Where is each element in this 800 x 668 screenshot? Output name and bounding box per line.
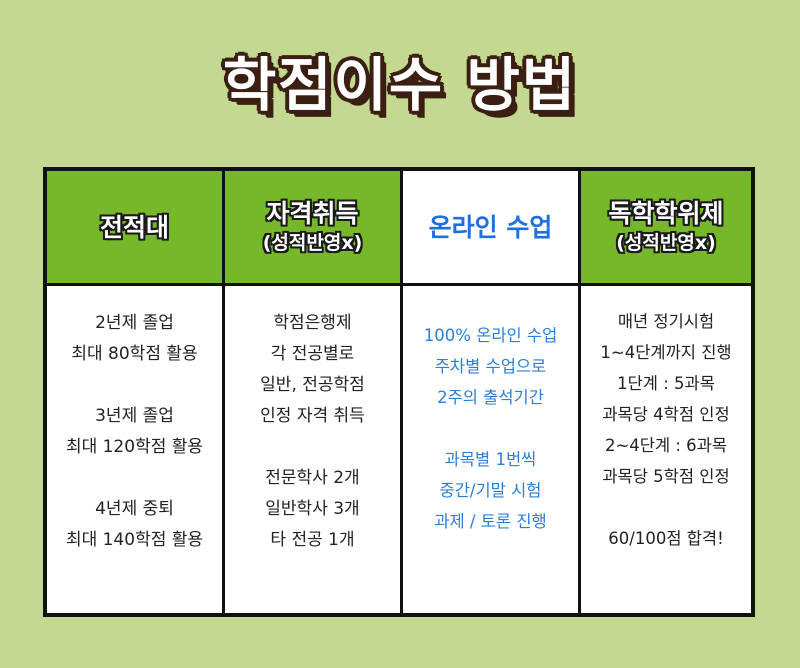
cell-line: 2주의 출석기간 — [437, 388, 544, 407]
cell-line: 4년제 중퇴 — [95, 499, 174, 519]
cell-line: 100% 온라인 수업 — [423, 326, 558, 345]
cell-line: 과목별 1번씩 — [444, 450, 537, 469]
cell-line: 각 전공별로 — [270, 344, 355, 364]
cell-line: 최대 120학점 활용 — [65, 437, 204, 457]
cell-line: 일반학사 3개 — [265, 499, 360, 519]
cell-line: 중간/기말 시험 — [439, 481, 542, 500]
header-certification: 자격취득 (성적반영x) — [225, 171, 403, 286]
header-online-class: 온라인 수업 — [403, 171, 581, 286]
cell-self-study-degree: 매년 정기시험 1~4단계까지 진행 1단계 : 5과목 과목당 4학점 인정 … — [581, 286, 751, 613]
cell-line: 과목당 4학점 인정 — [602, 405, 730, 424]
cell-line: 2년제 졸업 — [95, 313, 174, 333]
cell-online-class: 100% 온라인 수업 주차별 수업으로 2주의 출석기간 과목별 1번씩 중간… — [403, 286, 581, 613]
cell-line: 1~4단계까지 진행 — [600, 343, 732, 362]
page-title: 학점이수 방법 — [222, 51, 578, 119]
cell-line: 학점은행제 — [273, 313, 352, 333]
cell-line: 타 전공 1개 — [270, 530, 355, 550]
header-sublabel: (성적반영x) — [262, 231, 363, 254]
cell-certification: 학점은행제 각 전공별로 일반, 전공학점 인정 자격 취득 전문학사 2개 일… — [225, 286, 403, 613]
cell-line: 주차별 수업으로 — [434, 357, 547, 376]
header-sublabel: (성적반영x) — [616, 231, 716, 254]
comparison-table: 전적대 자격취득 (성적반영x) 온라인 수업 독학학위제 (성적반영x) 2년… — [43, 167, 755, 617]
cell-line: 과제 / 토론 진행 — [434, 512, 547, 531]
cell-line: 매년 정기시험 — [617, 312, 715, 331]
header-label: 온라인 수업 — [428, 212, 553, 242]
cell-line: 전문학사 2개 — [265, 468, 360, 488]
cell-line: 일반, 전공학점 — [260, 375, 365, 395]
cell-transfer-credit: 2년제 졸업 최대 80학점 활용 3년제 졸업 최대 120학점 활용 4년제… — [47, 286, 225, 613]
cell-line: 과목당 5학점 인정 — [602, 467, 730, 486]
header-transfer-credit: 전적대 — [47, 171, 225, 286]
cell-line: 3년제 졸업 — [95, 406, 174, 426]
header-label: 독학학위제 — [608, 198, 724, 228]
cell-line: 인정 자격 취득 — [260, 406, 365, 426]
header-label: 자격취득 — [266, 198, 359, 228]
cell-line: 1단계 : 5과목 — [617, 374, 715, 393]
cell-line: 60/100점 합격! — [608, 529, 724, 548]
header-label: 전적대 — [99, 212, 169, 242]
cell-line: 최대 80학점 활용 — [71, 344, 198, 364]
cell-line: 최대 140학점 활용 — [65, 530, 204, 550]
cell-line: 2~4단계 : 6과목 — [604, 436, 728, 455]
header-self-study-degree: 독학학위제 (성적반영x) — [581, 171, 751, 286]
